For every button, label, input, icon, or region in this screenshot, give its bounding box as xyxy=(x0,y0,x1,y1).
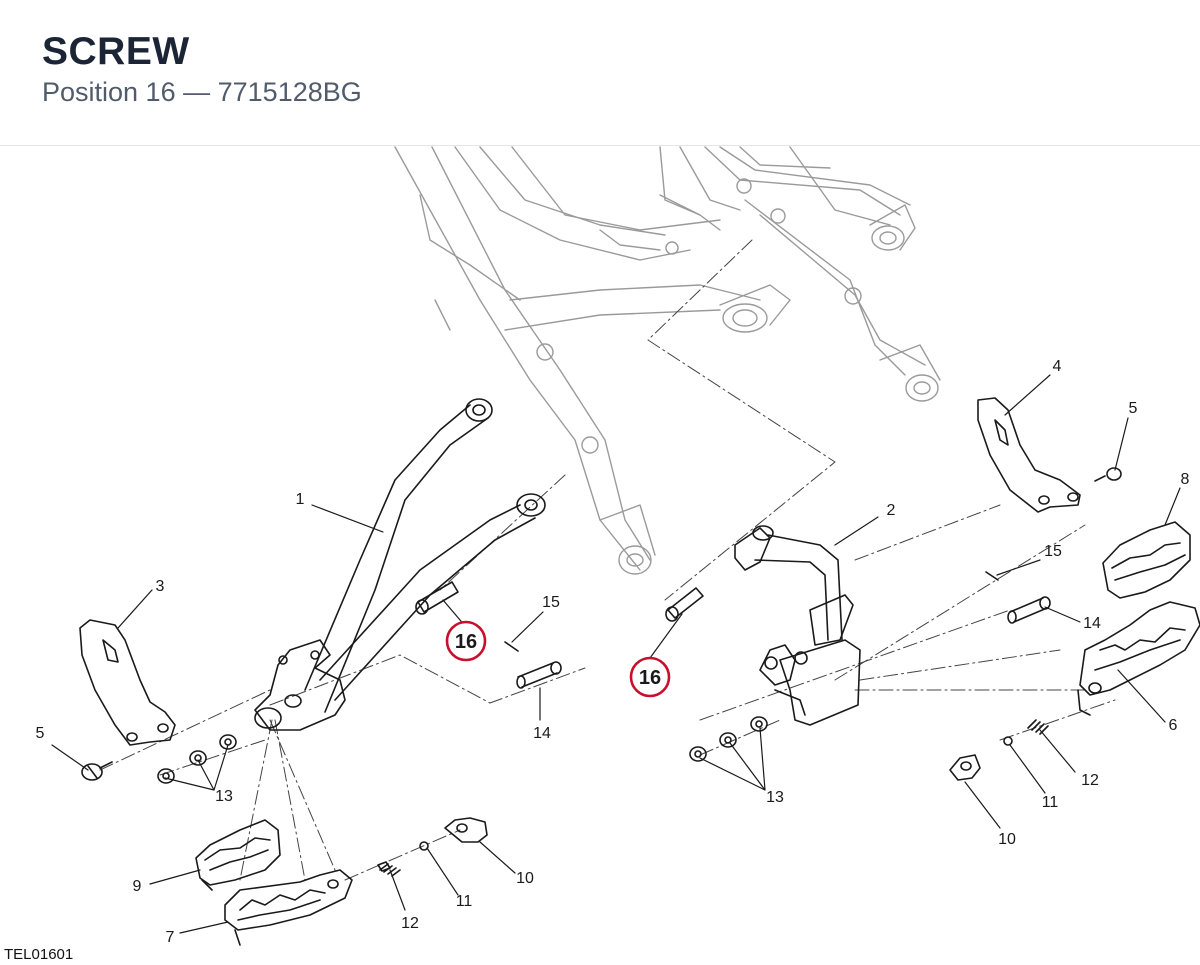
callout-1: 1 xyxy=(296,491,305,508)
callout-5-right: 5 xyxy=(1129,400,1138,417)
callout-9: 9 xyxy=(133,878,142,895)
callout-16-left[interactable]: 16 xyxy=(455,631,477,653)
part-washers xyxy=(157,716,768,784)
callout-13-right: 13 xyxy=(766,789,784,806)
callout-16-right[interactable]: 16 xyxy=(639,667,661,689)
callout-11-right: 11 xyxy=(1042,794,1059,811)
callout-11-left: 11 xyxy=(456,893,473,910)
callout-7: 7 xyxy=(166,929,175,946)
part-screws-16 xyxy=(415,581,704,622)
page-header: SCREW Position 16 — 7715128BG xyxy=(0,0,1200,146)
callout-4: 4 xyxy=(1053,358,1062,375)
part-right-footpeg xyxy=(1077,601,1200,716)
position-label: Position 16 xyxy=(42,77,176,107)
assembly-axis-lines xyxy=(99,239,1116,881)
callout-5-left: 5 xyxy=(36,725,45,742)
part-left-heel-guard xyxy=(79,619,176,746)
callout-12-left: 12 xyxy=(401,915,419,932)
highlight-position-16 xyxy=(445,620,671,698)
callout-12-right: 12 xyxy=(1081,772,1099,789)
part-right-footpeg-bracket xyxy=(734,525,861,726)
callout-3: 3 xyxy=(156,578,165,595)
callout-14-left: 14 xyxy=(533,725,551,742)
subtitle-separator: — xyxy=(183,77,211,107)
callout-10-left: 10 xyxy=(516,870,534,887)
part-split-pins xyxy=(504,571,999,652)
callout-2: 2 xyxy=(887,502,896,519)
diagram-reference-code: TEL01601 xyxy=(4,946,74,963)
callout-14-right: 14 xyxy=(1083,615,1101,632)
part-right-heel-guard xyxy=(977,397,1081,513)
part-clevis-pins xyxy=(516,596,1051,689)
part-right-footpeg-rubber xyxy=(1102,521,1191,599)
callout-13-left: 13 xyxy=(215,788,233,805)
part-flange-screws xyxy=(81,467,1122,781)
callout-10-right: 10 xyxy=(998,831,1016,848)
part-number: 7715128BG xyxy=(217,77,362,107)
part-left-footpeg xyxy=(224,869,353,946)
exploded-parts-diagram: 1 2 3 4 5 5 6 7 8 9 10 10 11 11 12 12 13… xyxy=(36,146,1200,946)
callout-15-right: 15 xyxy=(1044,543,1062,560)
callout-8: 8 xyxy=(1181,471,1190,488)
leader-lines xyxy=(51,374,1181,934)
part-left-footpeg-rubber xyxy=(195,819,281,891)
part-small-hardware xyxy=(377,719,1049,877)
callout-15-left: 15 xyxy=(542,594,560,611)
part-left-footpeg-bracket xyxy=(254,398,546,731)
part-title: SCREW xyxy=(42,30,190,73)
part-subtitle: Position 16 — 7715128BG xyxy=(42,77,362,108)
callout-6: 6 xyxy=(1169,717,1178,734)
frame-structure xyxy=(394,146,941,575)
